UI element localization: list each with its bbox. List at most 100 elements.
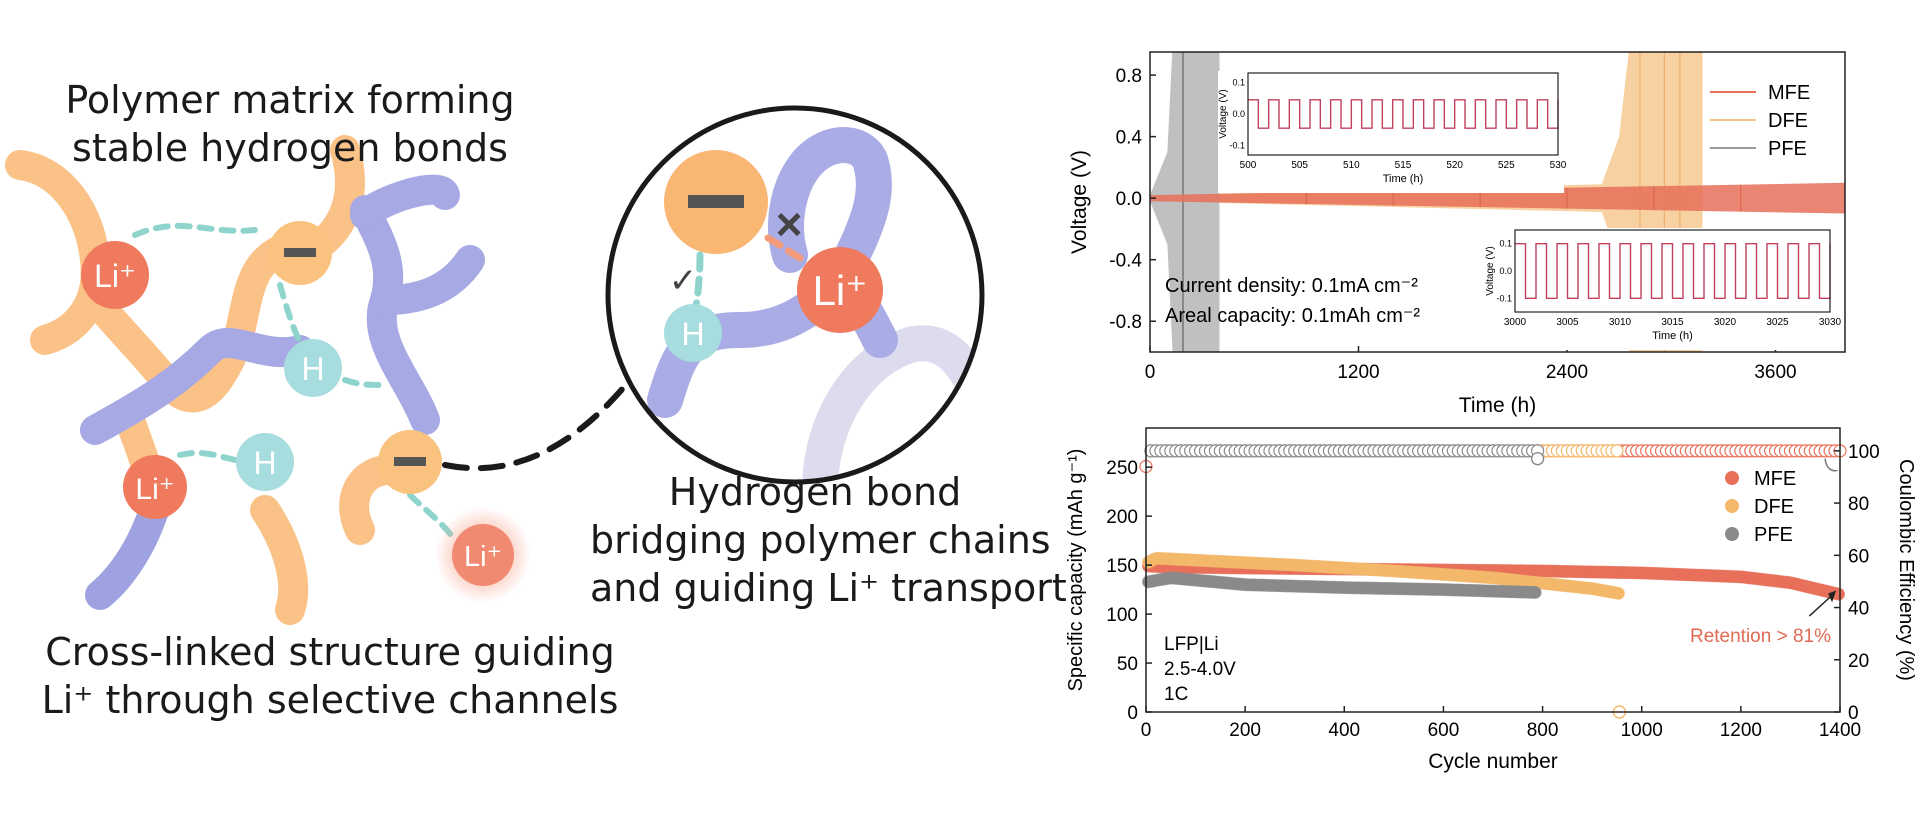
hydrogen-atom-zoom — [664, 304, 722, 362]
hydrogen-bond — [177, 449, 238, 463]
legend-label-pfe: PFE — [1754, 524, 1793, 546]
x-tick-label: 1400 — [1819, 720, 1861, 741]
y2-tick-label: 40 — [1848, 599, 1869, 620]
y2-tick-label: 60 — [1848, 546, 1869, 567]
lithium-ion — [452, 524, 514, 586]
inset-y-tick-label: -0.1 — [1496, 293, 1512, 303]
hydrogen-bond — [342, 377, 388, 388]
legend-label-dfe: DFE — [1754, 496, 1794, 518]
inset-voltage-trace — [1515, 242, 1831, 300]
y-tick-label: 0.4 — [1116, 128, 1143, 149]
y-tick-label: 0 — [1127, 703, 1138, 724]
x-tick-label: 600 — [1428, 720, 1460, 741]
inset-y-tick-label: 0.0 — [1232, 109, 1245, 119]
x-axis-label: Cycle number — [1428, 750, 1558, 773]
annotation-cell: LFP|Li — [1164, 634, 1219, 655]
inset-x-axis-label: Time (h) — [1383, 173, 1424, 185]
annotation-retention: Retention > 81% — [1690, 626, 1831, 647]
inset-y-axis-label: Voltage (V) — [1485, 246, 1496, 295]
legend-label-pfe: PFE — [1768, 138, 1807, 160]
y-tick-label: 200 — [1106, 507, 1138, 528]
legend-marker-pfe — [1725, 527, 1739, 541]
y2-tick-label: 80 — [1848, 494, 1869, 515]
y-tick-label: 100 — [1106, 605, 1138, 626]
annotation-voltage-window: 2.5-4.0V — [1164, 659, 1236, 680]
inset-x-tick-label: 500 — [1240, 160, 1257, 171]
x-tick-label: 400 — [1328, 720, 1360, 741]
svg-text:Li⁺: Li⁺ — [464, 541, 502, 573]
legend-label-mfe: MFE — [1754, 468, 1796, 490]
svg-text:Li⁺: Li⁺ — [94, 258, 136, 294]
inset-background — [1218, 71, 1564, 193]
svg-text:H: H — [253, 445, 276, 481]
check-mark: ✓ — [669, 262, 698, 300]
y-tick-label: 50 — [1117, 654, 1138, 675]
annotation-current-density: Current density: 0.1mA cm⁻² — [1165, 275, 1418, 297]
y2-tick-label: 20 — [1848, 651, 1869, 672]
inset-x-tick-label: 510 — [1343, 160, 1360, 171]
x-tick-label: 200 — [1229, 720, 1261, 741]
legend-marker-dfe — [1725, 499, 1739, 513]
capacity-point-pfe — [1528, 585, 1542, 599]
x-tick-label: 1000 — [1621, 720, 1663, 741]
inset-voltage-trace — [1248, 99, 1559, 129]
annotation-rate: 1C — [1164, 684, 1188, 705]
minus-sign — [394, 457, 426, 466]
y-tick-label: 0.0 — [1116, 189, 1142, 210]
polymer-chain — [250, 495, 309, 625]
inset-y-tick-label: -0.1 — [1229, 141, 1245, 151]
svg-text:H: H — [681, 316, 704, 352]
hydrogen-atom — [236, 433, 294, 491]
inset-x-tick-label: 3005 — [1556, 317, 1579, 328]
y2-tick-label: 0 — [1848, 703, 1859, 724]
minus-sign — [284, 248, 316, 257]
plot-area — [1150, 52, 1845, 352]
capacity-point-dfe — [1611, 586, 1625, 600]
y-tick-label: -0.8 — [1109, 312, 1142, 333]
inset-x-tick-label: 520 — [1446, 160, 1463, 171]
annotation-areal-capacity: Areal capacity: 0.1mAh cm⁻² — [1165, 305, 1420, 327]
inset-x-tick-label: 3030 — [1819, 317, 1842, 328]
inset-frame — [1247, 72, 1559, 156]
inset-y-axis-label: Voltage (V) — [1218, 89, 1229, 138]
polymer-chain — [350, 174, 460, 230]
y-tick-label: 0.8 — [1116, 66, 1142, 87]
inset-x-tick-label: 3020 — [1714, 317, 1737, 328]
y-tick-label: -0.4 — [1109, 251, 1142, 272]
inset-x-tick-label: 525 — [1498, 160, 1515, 171]
polymer-chain — [80, 328, 315, 445]
inset-x-tick-label: 505 — [1291, 160, 1308, 171]
x-tick-label: 1200 — [1337, 362, 1379, 383]
x-axis-label: Time (h) — [1459, 394, 1536, 417]
lithium-ion — [123, 455, 187, 519]
svg-text:Li⁺: Li⁺ — [135, 473, 174, 506]
legend-label-mfe: MFE — [1768, 82, 1810, 104]
lithium-ion-zoom — [797, 247, 883, 333]
inset-y-tick-label: 0.0 — [1499, 266, 1512, 276]
minus-sign — [688, 195, 744, 208]
x-tick-label: 0 — [1145, 362, 1156, 383]
x-tick-label: 800 — [1527, 720, 1559, 741]
inset-x-tick-label: 530 — [1550, 160, 1567, 171]
hydrogen-bond — [132, 222, 258, 238]
inset-x-tick-label: 3025 — [1766, 317, 1789, 328]
inset-frame — [1514, 229, 1831, 313]
lithium-ion — [81, 241, 149, 309]
y2-tick-label: 100 — [1848, 442, 1880, 463]
inset-x-axis-label: Time (h) — [1652, 330, 1693, 342]
polymer-chain — [5, 150, 111, 355]
inset-x-tick-label: 3015 — [1661, 317, 1684, 328]
legend-marker-mfe — [1725, 471, 1739, 485]
inset-x-tick-label: 3000 — [1504, 317, 1527, 328]
inset-y-tick-label: 0.1 — [1499, 239, 1512, 249]
x-tick-label: 3600 — [1754, 362, 1796, 383]
y2-axis-label: Coulombic Efficiency (%) — [1895, 459, 1917, 681]
svg-text:Li⁺: Li⁺ — [813, 267, 868, 314]
polymer-schematic: Li⁺ H H Li⁺ Li⁺ Li⁺ H ✓ × — [5, 105, 985, 625]
hydrogen-bond — [277, 282, 318, 368]
polymer-chain — [350, 195, 440, 435]
x-tick-label: 1200 — [1720, 720, 1762, 741]
caption-top: Polymer matrix forming stable hydrogen b… — [65, 78, 515, 170]
retention-arrowhead — [1828, 590, 1837, 603]
